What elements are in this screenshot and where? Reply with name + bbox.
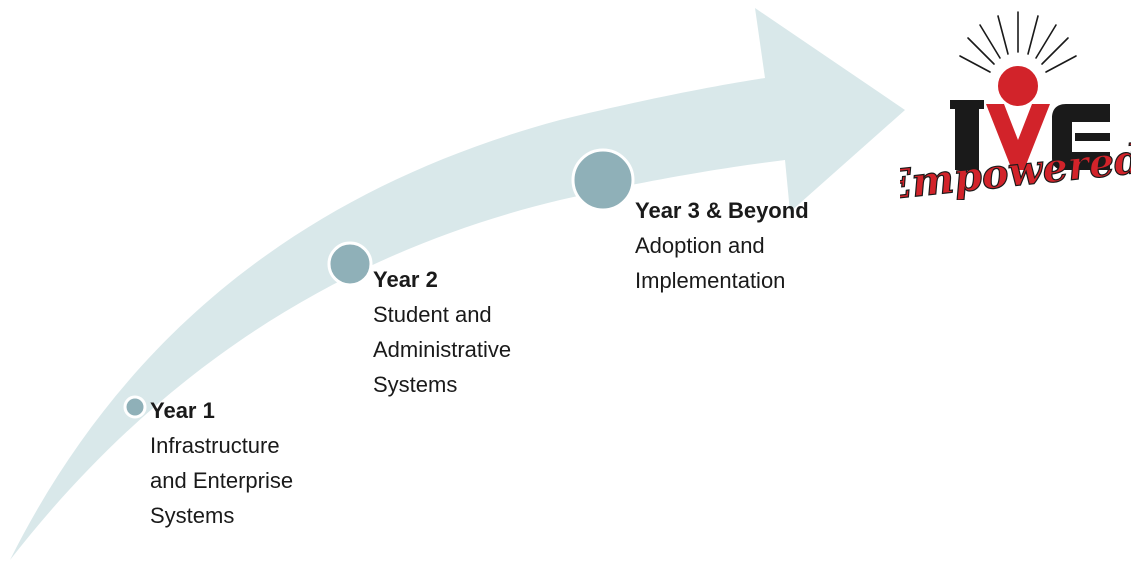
milestone-year-2: Year 2 Student and Administrative System… <box>373 262 573 402</box>
milestone-desc-line: and Enterprise <box>150 468 294 493</box>
milestone-title: Year 2 <box>373 267 438 292</box>
milestone-year-1: Year 1 Infrastructure and Enterprise Sys… <box>150 393 350 533</box>
milestone-desc-line: Systems <box>150 503 235 528</box>
milestone-desc-line: Adoption and <box>635 233 765 258</box>
year2-node <box>327 241 373 287</box>
milestone-title: Year 3 & Beyond <box>635 198 809 223</box>
letter-i-shape <box>955 100 979 170</box>
milestone-desc-line: Administrative <box>373 337 512 362</box>
letter-v-shape <box>986 104 1050 170</box>
milestone-desc-line: Systems <box>373 372 458 397</box>
sun-icon <box>996 64 1040 108</box>
year3-node <box>571 148 635 212</box>
milestone-desc-line: Infrastructure <box>150 433 280 458</box>
milestone-year-3-beyond: Year 3 & Beyond Adoption and Implementat… <box>635 193 875 298</box>
progress-arrow <box>10 8 905 560</box>
letter-c-shape <box>1052 104 1110 170</box>
milestone-title: Year 1 <box>150 398 215 423</box>
milestone-desc-line: Student and <box>373 302 492 327</box>
year1-node <box>123 395 147 419</box>
sun-rays-icon <box>959 11 1077 73</box>
milestone-desc-line: Implementation <box>635 268 786 293</box>
ivc-empowered-logo: Empowered <box>900 11 1131 200</box>
